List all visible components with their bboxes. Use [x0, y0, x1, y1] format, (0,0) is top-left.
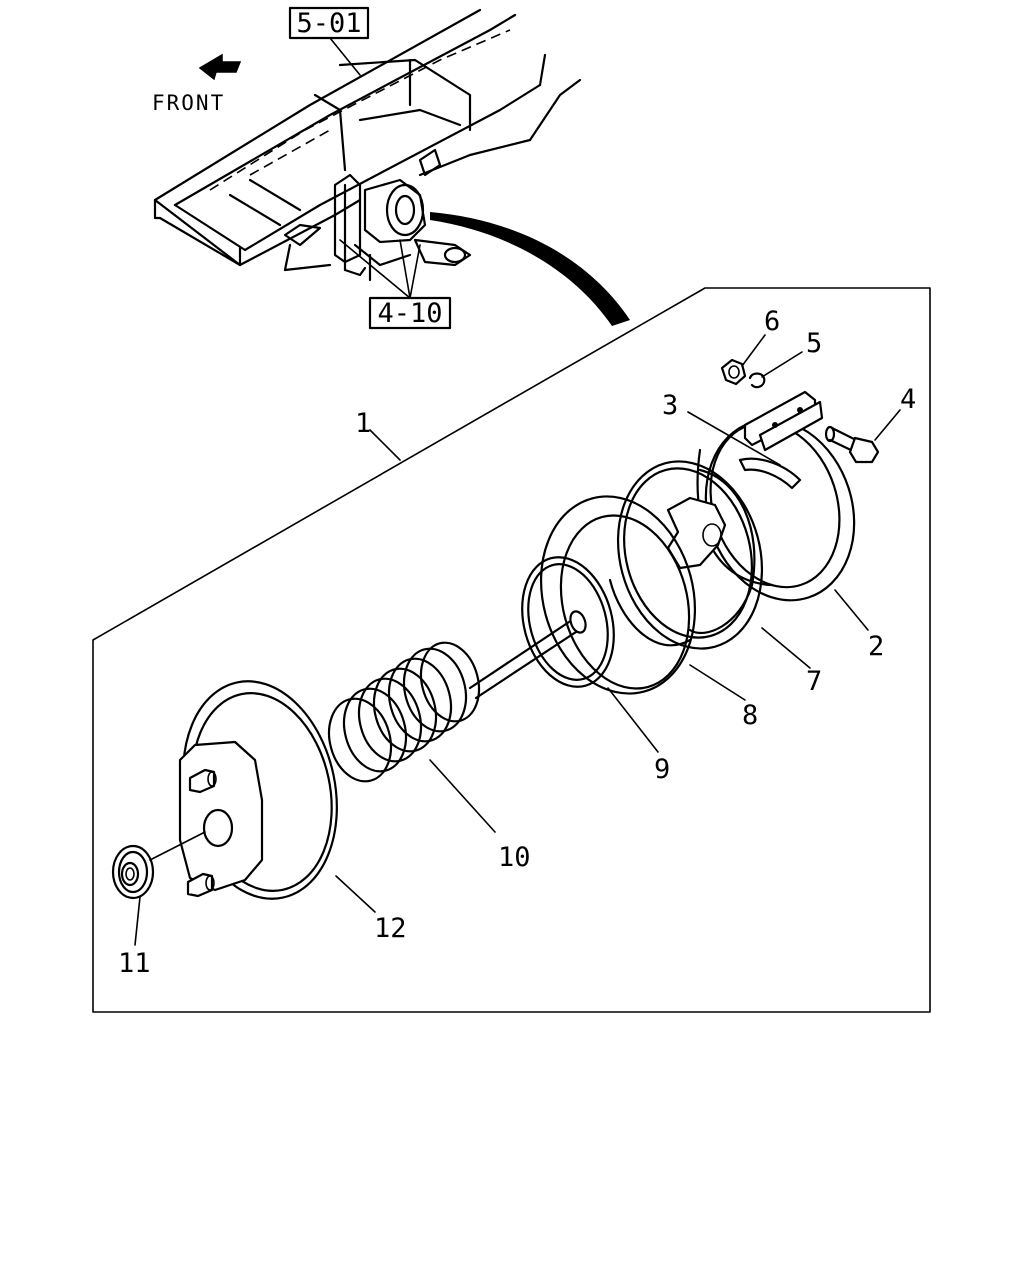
axle-reference-leader-3: [409, 244, 421, 299]
callout-boot: 11: [118, 948, 151, 979]
frame-reference-box: [288, 6, 370, 40]
axle-reference[interactable]: 4-10: [339, 239, 452, 330]
axle-reference-leader-1: [339, 239, 411, 299]
ring: [521, 556, 615, 688]
spring: [327, 641, 481, 783]
housing: [149, 680, 338, 900]
axle-reference-leader-2: [399, 239, 411, 299]
callout-housing: 12: [374, 913, 407, 944]
callout-lock-washer: 5: [806, 328, 822, 359]
pressure-plate: [616, 460, 764, 650]
boot: [111, 844, 155, 900]
axle-reference-label: 4-10: [377, 298, 442, 329]
front-label: FRONT: [152, 91, 225, 115]
arrow-left-down-icon: [198, 53, 242, 81]
nut: [720, 358, 747, 386]
callout-pressure-plate: 7: [806, 666, 822, 697]
callout-clamp-band: 2: [868, 631, 884, 662]
callout-bolt: 4: [900, 384, 916, 415]
frame-reference-label: 5-01: [296, 8, 361, 39]
diaphragm: [539, 495, 697, 695]
callout-spring: 10: [498, 842, 531, 873]
callouts: 1 2 3 4 5 6 7 8 9 10 12 11: [118, 306, 916, 979]
frame-reference[interactable]: 5-01: [288, 6, 370, 76]
callout-band-plate: 3: [662, 390, 678, 421]
frame-reference-leader: [329, 37, 361, 76]
callout-ring: 9: [654, 754, 670, 785]
detail-panel-border: [92, 287, 931, 1013]
chassis-frame-illustration: [153, 8, 582, 282]
band-plate: [738, 457, 802, 490]
bolt: [824, 425, 880, 464]
detail-pointer-arrow: [430, 212, 630, 326]
front-direction-indicator: FRONT: [152, 53, 242, 115]
push-rod: [468, 610, 587, 700]
clamp-lugs: [743, 390, 824, 452]
callout-assembly: 1: [355, 408, 371, 439]
callout-diaphragm: 8: [742, 700, 758, 731]
lock-washer: [748, 372, 766, 389]
callout-nut: 6: [764, 306, 780, 337]
